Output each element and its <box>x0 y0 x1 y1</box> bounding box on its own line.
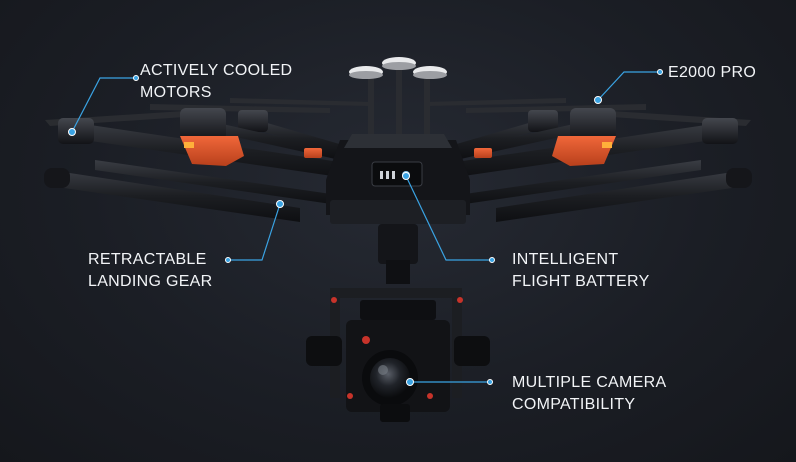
callout-landing-gear-line2: LANDING GEAR <box>88 273 213 290</box>
callout-camera: MULTIPLE CAMERA COMPATIBILITY <box>512 372 666 416</box>
callout-battery-line2: FLIGHT BATTERY <box>512 273 650 290</box>
callout-landing-gear: RETRACTABLE LANDING GEAR <box>88 249 213 293</box>
motors-leader-line <box>71 77 136 133</box>
outer-motors <box>58 108 738 144</box>
callout-propulsion-line1: E2000 PRO <box>668 64 757 81</box>
callout-battery: INTELLIGENT FLIGHT BATTERY <box>512 249 650 293</box>
callout-camera-line1: MULTIPLE CAMERA <box>512 374 667 391</box>
callout-motors-line1: ACTIVELY COOLED <box>140 62 293 79</box>
callout-camera-line2: COMPATIBILITY <box>512 396 636 413</box>
lower-arms <box>44 160 752 222</box>
callout-landing-gear-line1: RETRACTABLE <box>88 251 207 268</box>
callout-battery-line1: INTELLIGENT <box>512 251 619 268</box>
gps-antennas <box>349 57 447 146</box>
landing-gear-leader-line <box>228 203 281 261</box>
battery-leader-line <box>405 175 492 261</box>
callout-propulsion: E2000 PRO <box>668 62 756 84</box>
callout-lines <box>71 71 660 383</box>
callout-motors: ACTIVELY COOLED MOTORS <box>140 60 292 104</box>
camera <box>306 297 490 422</box>
propulsion-leader-line <box>597 71 660 101</box>
callout-dots <box>68 69 663 386</box>
callout-motors-line2: MOTORS <box>140 84 212 101</box>
center-body <box>326 134 470 224</box>
